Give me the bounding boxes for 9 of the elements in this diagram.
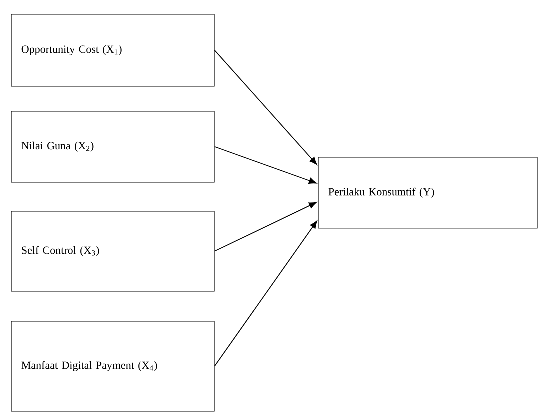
variable-box: Nilai Guna (X$_{2}$) [11,111,215,183]
variable-box: Opportunity Cost (X$_{1}$) [11,14,215,87]
arrow [214,146,317,184]
variable-box: Perilaku Konsumtif (Y) [318,156,538,229]
variable-box: Manfaat Digital Payment (X$_{4}$) [11,320,215,412]
variable-box: Self Control (X$_{3}$) [11,210,215,292]
arrow [214,50,318,165]
arrow [214,202,317,252]
arrow [214,220,318,367]
